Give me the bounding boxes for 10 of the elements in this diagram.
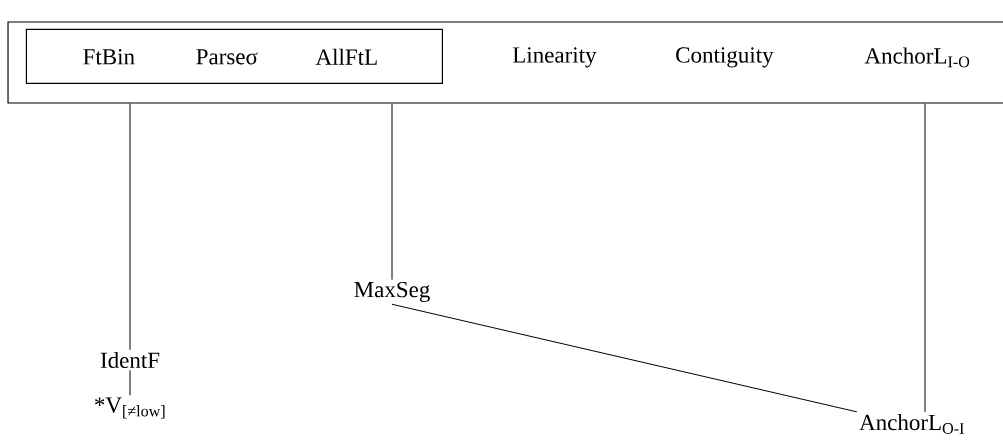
ranking-line <box>391 303 858 413</box>
constraint-label: AnchorL$_{O-I}$ <box>859 414 964 434</box>
ranking-line <box>391 103 393 281</box>
ranking-line <box>924 103 926 413</box>
constraint-label: IdentF <box>100 351 160 369</box>
stratum-box: FtBin Parseσ AllFtL <box>25 28 443 84</box>
constraint-label: MaxSeg <box>354 281 430 303</box>
constraint-label: *V$_{[≠low]}$ <box>95 397 165 419</box>
ranking-line <box>129 103 131 351</box>
ranking-line <box>129 369 131 396</box>
